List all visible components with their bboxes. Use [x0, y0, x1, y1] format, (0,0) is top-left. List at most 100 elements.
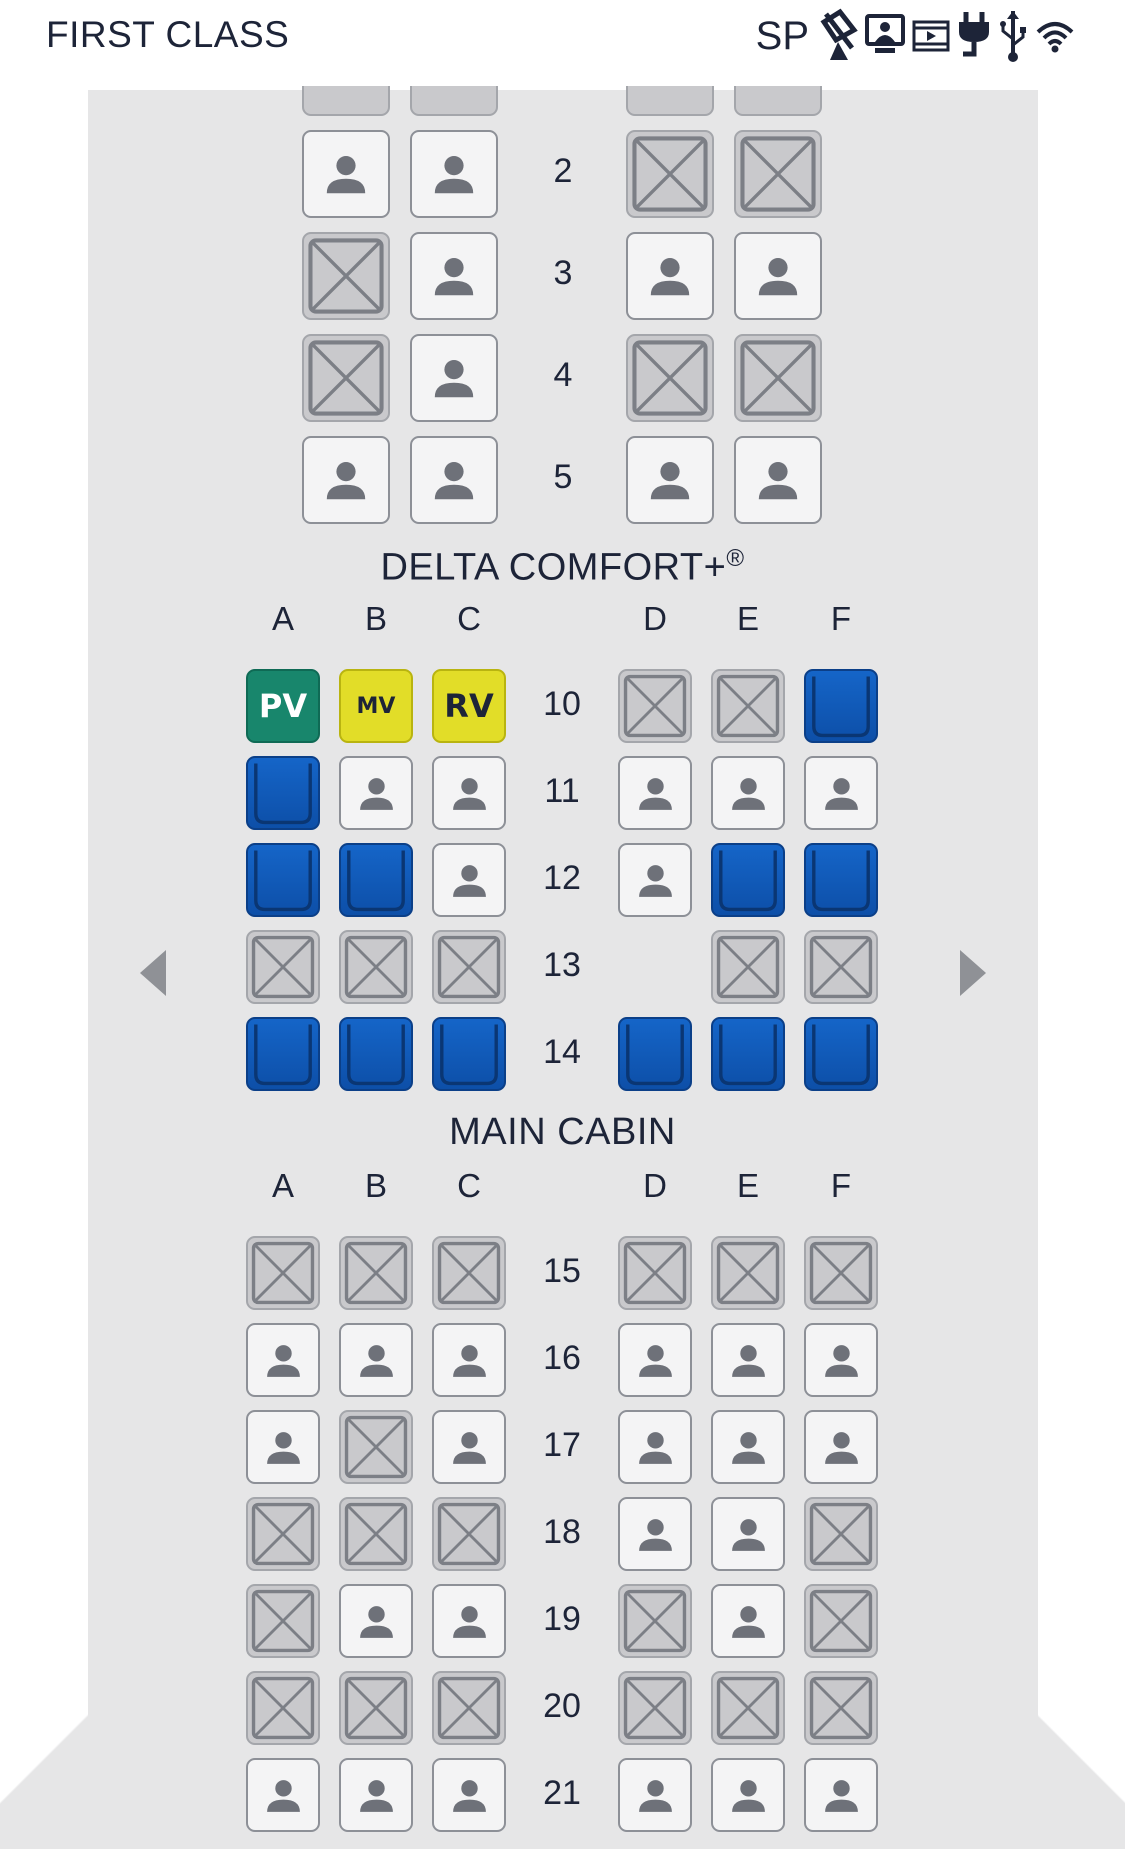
- seat-10a[interactable]: PV: [246, 669, 320, 743]
- seat-5f[interactable]: [734, 436, 822, 524]
- seat-17c[interactable]: [432, 1410, 506, 1484]
- seat-18d[interactable]: [618, 1497, 692, 1571]
- seat-11a[interactable]: [246, 756, 320, 830]
- unavailable-cross-icon: [809, 1676, 873, 1740]
- seat-16e[interactable]: [711, 1323, 785, 1397]
- seat-outline-icon: [719, 850, 777, 912]
- seat-10e[interactable]: [711, 669, 785, 743]
- seat-15b[interactable]: [339, 1236, 413, 1310]
- seat-16a[interactable]: [246, 1323, 320, 1397]
- seat-21d[interactable]: [618, 1758, 692, 1832]
- seat-15c[interactable]: [432, 1236, 506, 1310]
- seat-17b[interactable]: [339, 1410, 413, 1484]
- seat-17f[interactable]: [804, 1410, 878, 1484]
- seat-17a[interactable]: [246, 1410, 320, 1484]
- seat-13e[interactable]: [711, 930, 785, 1004]
- seat-outline-icon: [440, 1024, 498, 1086]
- seat-21f[interactable]: [804, 1758, 878, 1832]
- seat-14f[interactable]: [804, 1017, 878, 1091]
- seat-11d[interactable]: [618, 756, 692, 830]
- scroll-left-arrow-icon[interactable]: [138, 948, 168, 998]
- seat-3f[interactable]: [734, 232, 822, 320]
- seat-19d[interactable]: [618, 1584, 692, 1658]
- person-icon: [650, 258, 690, 296]
- seat-19b[interactable]: [339, 1584, 413, 1658]
- seat-13c[interactable]: [432, 930, 506, 1004]
- seat-10b[interactable]: MV: [339, 669, 413, 743]
- seat-2f[interactable]: [734, 130, 822, 218]
- seat-20d[interactable]: [618, 1671, 692, 1745]
- seat-13a[interactable]: [246, 930, 320, 1004]
- seat-15f[interactable]: [804, 1236, 878, 1310]
- seat-5c[interactable]: [410, 436, 498, 524]
- seat-21c[interactable]: [432, 1758, 506, 1832]
- person-icon: [731, 777, 765, 810]
- seat-18e[interactable]: [711, 1497, 785, 1571]
- seat-16d[interactable]: [618, 1323, 692, 1397]
- seat-20c[interactable]: [432, 1671, 506, 1745]
- seat-4c[interactable]: [410, 334, 498, 422]
- seat-11b[interactable]: [339, 756, 413, 830]
- seat-20b[interactable]: [339, 1671, 413, 1745]
- seat-11c[interactable]: [432, 756, 506, 830]
- seat-14c[interactable]: [432, 1017, 506, 1091]
- seat-18a[interactable]: [246, 1497, 320, 1571]
- seat-4d[interactable]: [626, 334, 714, 422]
- seat-12f[interactable]: [804, 843, 878, 917]
- seat-21b[interactable]: [339, 1758, 413, 1832]
- cabin-title: FIRST CLASS: [46, 14, 290, 55]
- seat-12a[interactable]: [246, 843, 320, 917]
- seat-16b[interactable]: [339, 1323, 413, 1397]
- row-number: 16: [543, 1339, 581, 1377]
- seat-19e[interactable]: [711, 1584, 785, 1658]
- person-icon: [359, 1779, 393, 1812]
- seat-2c[interactable]: [410, 130, 498, 218]
- seat-17d[interactable]: [618, 1410, 692, 1484]
- seat-3d[interactable]: [626, 232, 714, 320]
- seat-19f[interactable]: [804, 1584, 878, 1658]
- seat-21e[interactable]: [711, 1758, 785, 1832]
- seat-20e[interactable]: [711, 1671, 785, 1745]
- seat-5d[interactable]: [626, 436, 714, 524]
- seat-18f[interactable]: [804, 1497, 878, 1571]
- seat-10c[interactable]: RV: [432, 669, 506, 743]
- seat-12c[interactable]: [432, 843, 506, 917]
- seat-18b[interactable]: [339, 1497, 413, 1571]
- seat-11f[interactable]: [804, 756, 878, 830]
- seat-13f[interactable]: [804, 930, 878, 1004]
- seat-3c[interactable]: [410, 232, 498, 320]
- seat-14b[interactable]: [339, 1017, 413, 1091]
- seat-5a[interactable]: [302, 436, 390, 524]
- seat-4f[interactable]: [734, 334, 822, 422]
- seat-16f[interactable]: [804, 1323, 878, 1397]
- seat-14e[interactable]: [711, 1017, 785, 1091]
- seat-2d[interactable]: [626, 130, 714, 218]
- seat-12d[interactable]: [618, 843, 692, 917]
- seat-outline-icon: [254, 1024, 312, 1086]
- seat-12b[interactable]: [339, 843, 413, 917]
- unavailable-cross-icon: [251, 935, 315, 999]
- seat-15e[interactable]: [711, 1236, 785, 1310]
- seat-4a[interactable]: [302, 334, 390, 422]
- seat-20f[interactable]: [804, 1671, 878, 1745]
- seat-13b[interactable]: [339, 930, 413, 1004]
- seat-17e[interactable]: [711, 1410, 785, 1484]
- seat-11e[interactable]: [711, 756, 785, 830]
- seat-3a[interactable]: [302, 232, 390, 320]
- scroll-right-arrow-icon[interactable]: [958, 948, 988, 998]
- seat-12e[interactable]: [711, 843, 785, 917]
- seat-14a[interactable]: [246, 1017, 320, 1091]
- seat-10f[interactable]: [804, 669, 878, 743]
- seat-16c[interactable]: [432, 1323, 506, 1397]
- seat-20a[interactable]: [246, 1671, 320, 1745]
- seat-15d[interactable]: [618, 1236, 692, 1310]
- person-icon: [731, 1518, 765, 1551]
- seat-19c[interactable]: [432, 1584, 506, 1658]
- seat-2a[interactable]: [302, 130, 390, 218]
- seat-18c[interactable]: [432, 1497, 506, 1571]
- seat-21a[interactable]: [246, 1758, 320, 1832]
- seat-19a[interactable]: [246, 1584, 320, 1658]
- seat-15a[interactable]: [246, 1236, 320, 1310]
- seat-14d[interactable]: [618, 1017, 692, 1091]
- seat-10d[interactable]: [618, 669, 692, 743]
